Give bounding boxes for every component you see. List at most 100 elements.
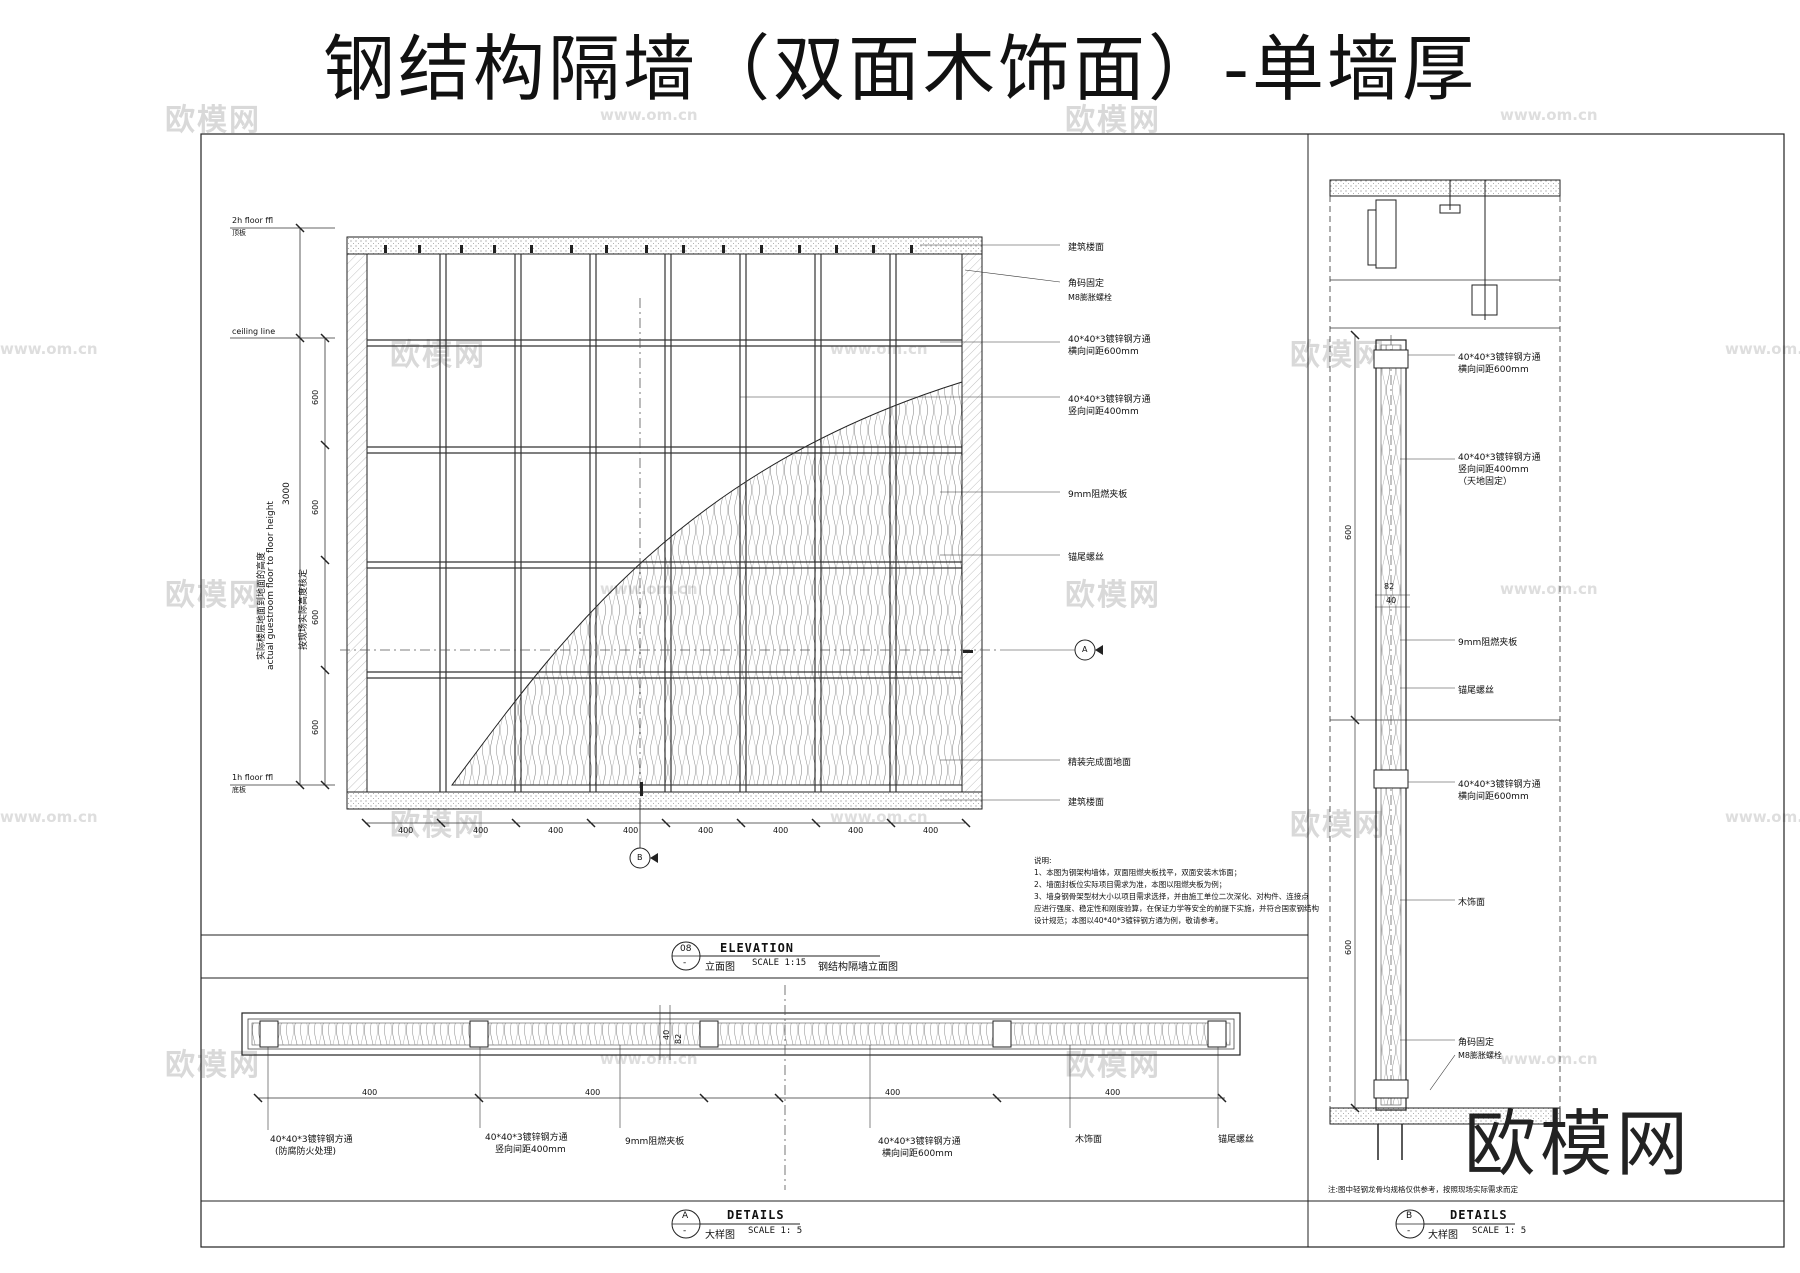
section-mark-b: B bbox=[637, 853, 643, 862]
elevation-subtitle-cn: 立面图 bbox=[705, 962, 735, 973]
detail-b-dash: - bbox=[1407, 1226, 1411, 1236]
detail-b-label: 横向间距600mm bbox=[1458, 365, 1529, 375]
detail-a-label: 40*40*3镀锌钢方通 bbox=[485, 1133, 568, 1143]
level-bottom-sub: 底板 bbox=[232, 786, 246, 794]
spacing-left: 600 bbox=[311, 609, 320, 625]
elevation-dash: - bbox=[683, 958, 687, 968]
label-angle-fix: 角码固定 bbox=[1068, 279, 1105, 289]
spacing-bottom: 400 bbox=[923, 826, 939, 835]
watermark-brand: 欧模网 bbox=[1065, 578, 1161, 613]
level-ceiling-label: ceiling line bbox=[232, 327, 276, 336]
spacing-bottom: 400 bbox=[548, 826, 564, 835]
watermark-url: www.om.cn bbox=[830, 340, 928, 358]
detail-a-dim: 82 bbox=[674, 1033, 683, 1044]
label-steel-tube-h: 40*40*3镀锌钢方通 bbox=[1068, 335, 1151, 345]
vertical-label-height-en: actual guestroom floor to floor height bbox=[266, 501, 276, 670]
detail-a-title: DETAILS bbox=[727, 1208, 785, 1222]
spacing-left: 600 bbox=[311, 719, 320, 735]
detail-a-label: (防腐防火处理) bbox=[275, 1147, 337, 1157]
watermark-url: www.om.cn bbox=[1500, 580, 1598, 598]
spacing-bottom: 400 bbox=[773, 826, 789, 835]
watermark-brand: 欧模网 bbox=[1065, 103, 1161, 138]
detail-b-dim: 600 bbox=[1344, 939, 1353, 955]
label-floor-slab: 建筑楼面 bbox=[1068, 243, 1105, 253]
detail-b-dim: 82 bbox=[1384, 582, 1395, 591]
detail-b-title: DETAILS bbox=[1450, 1208, 1508, 1222]
watermark-url: www.om.cn bbox=[1725, 340, 1800, 358]
watermark-brand: 欧模网 bbox=[165, 578, 261, 613]
level-top-sub: 顶板 bbox=[232, 229, 246, 237]
detail-b-label: （天地固定） bbox=[1458, 477, 1513, 487]
detail-b-scale: SCALE 1: 5 bbox=[1472, 1226, 1527, 1236]
detail-a-label: 木饰面 bbox=[1075, 1135, 1103, 1145]
vertical-label-site: 按现场实际高度核定 bbox=[299, 568, 309, 650]
detail-b-mark: B bbox=[1406, 1211, 1413, 1221]
sheet-frame bbox=[200, 133, 1785, 1248]
watermark-brand: 欧模网 bbox=[1290, 808, 1386, 843]
detail-b-label: 40*40*3镀锌钢方通 bbox=[1458, 780, 1541, 790]
detail-b-label: 40*40*3镀锌钢方通 bbox=[1458, 453, 1541, 463]
section-mark-a: A bbox=[1082, 645, 1088, 654]
spacing-bottom: 400 bbox=[698, 826, 714, 835]
detail-a-label: 40*40*3镀锌钢方通 bbox=[270, 1135, 353, 1145]
detail-a-label: 9mm阻燃夹板 bbox=[625, 1137, 685, 1147]
elevation-title: ELEVATION bbox=[720, 941, 795, 955]
note-line: 2、墙面封板位实际项目需求为准，本图以阻燃夹板为例； bbox=[1034, 880, 1227, 889]
detail-b-label: 木饰面 bbox=[1458, 898, 1486, 908]
detail-b-note: 注:图中轻钢龙骨均规格仅供参考，按照现场实际需求而定 bbox=[1328, 1185, 1519, 1194]
spacing-bottom: 400 bbox=[398, 826, 414, 835]
watermark-brand: 欧模网 bbox=[165, 103, 261, 138]
detail-a-spacing: 400 bbox=[1105, 1088, 1121, 1097]
spacing-bottom: 400 bbox=[473, 826, 489, 835]
watermark-brand: 欧模网 bbox=[1065, 1048, 1161, 1083]
watermark-url: www.om.cn bbox=[1500, 1050, 1598, 1068]
spacing-bottom: 400 bbox=[848, 826, 864, 835]
detail-b-label: 40*40*3镀锌钢方通 bbox=[1458, 353, 1541, 363]
detail-b-label: 横向间距600mm bbox=[1458, 792, 1529, 802]
detail-a-scale: SCALE 1: 5 bbox=[748, 1226, 803, 1236]
detail-a-dash: - bbox=[683, 1226, 687, 1236]
spacing-left: 600 bbox=[311, 389, 320, 405]
detail-a-label: 横向间距600mm bbox=[882, 1149, 953, 1159]
note-line: 设计规范；本图以40*40*3镀锌钢方通为例，敬请参考。 bbox=[1034, 916, 1223, 925]
watermark-brand: 欧模网 bbox=[390, 808, 486, 843]
detail-a-subtitle-cn: 大样图 bbox=[705, 1230, 735, 1241]
label-steel-tube-v: 40*40*3镀锌钢方通 bbox=[1068, 395, 1151, 405]
label-finish-floor: 精装完成面地面 bbox=[1068, 758, 1132, 768]
label-floor-slab-bottom: 建筑楼面 bbox=[1068, 798, 1105, 808]
detail-a-spacing: 400 bbox=[585, 1088, 601, 1097]
detail-b-label: 9mm阻燃夹板 bbox=[1458, 638, 1518, 648]
notes-block: 说明: 1、本图为钢架构墙体，双面阻燃夹板找平，双面安装木饰面； 2、墙面封板位… bbox=[1034, 855, 1319, 927]
detail-b-dim: 600 bbox=[1344, 524, 1353, 540]
label-spacing-600: 横向间距600mm bbox=[1068, 347, 1139, 357]
detail-b-label: 锚尾螺丝 bbox=[1458, 686, 1495, 696]
detail-b-label: M8膨胀螺栓 bbox=[1458, 1051, 1502, 1060]
spacing-left: 600 bbox=[311, 499, 320, 515]
watermark-url: www.om.cn bbox=[1500, 106, 1598, 124]
detail-b-label: 角码固定 bbox=[1458, 1038, 1495, 1048]
watermark-brand: 欧模网 bbox=[1290, 338, 1386, 373]
elevation-scale: SCALE 1:15 bbox=[752, 958, 807, 968]
label-screw: 锚尾螺丝 bbox=[1068, 553, 1105, 563]
detail-a-label: 竖向间距400mm bbox=[495, 1145, 566, 1155]
detail-b-subtitle-cn: 大样图 bbox=[1428, 1230, 1458, 1241]
elevation-number: 08 bbox=[680, 944, 692, 954]
drawing-title: 钢结构隔墙（双面木饰面）-单墙厚 bbox=[323, 27, 1477, 111]
detail-a-mark: A bbox=[682, 1211, 689, 1221]
level-top-label: 2h floor ffl bbox=[232, 216, 274, 225]
label-expansion-bolt: M8膨胀螺栓 bbox=[1068, 293, 1112, 302]
level-bottom-label: 1h floor ffl bbox=[232, 773, 274, 782]
detail-a-label: 锚尾螺丝 bbox=[1218, 1135, 1255, 1145]
watermark-url: www.om.cn bbox=[0, 340, 98, 358]
corner-logo: 欧模网 bbox=[1463, 1102, 1692, 1186]
notes-title: 说明: bbox=[1034, 856, 1052, 865]
detail-b-dim: 40 bbox=[1386, 596, 1397, 605]
label-plywood: 9mm阻燃夹板 bbox=[1068, 490, 1128, 500]
spacing-bottom: 400 bbox=[623, 826, 639, 835]
note-line: 3、墙身钢骨架型材大小以项目需求选择，并由施工单位二次深化、对构件、连接点 bbox=[1034, 892, 1309, 901]
watermark-brand: 欧模网 bbox=[165, 1048, 261, 1083]
detail-b-label: 竖向间距400mm bbox=[1458, 465, 1529, 475]
label-spacing-400: 竖向间距400mm bbox=[1068, 407, 1139, 417]
watermark-url: www.om.cn bbox=[0, 808, 98, 826]
